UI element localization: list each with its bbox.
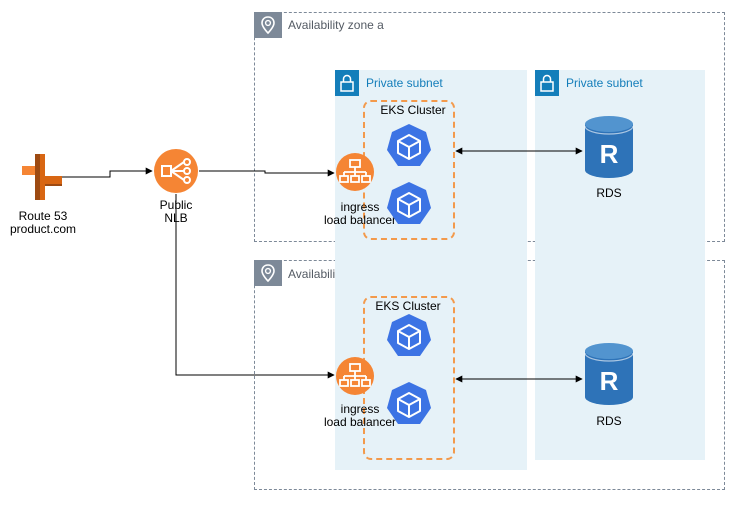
ingress-a-line2: load balancer: [323, 213, 397, 227]
svg-text:R: R: [600, 366, 619, 396]
rds-b-label: RDS: [596, 414, 622, 428]
load-balancer-icon: [153, 148, 199, 194]
load-balancer-icon: [335, 356, 375, 396]
edge-nlb-ingress-b: [175, 194, 335, 379]
load-balancer-icon: [335, 152, 375, 192]
kubernetes-cube-icon: [385, 180, 433, 228]
zone-a-title: Availability zone a: [288, 18, 384, 32]
eks-cluster-b-title: EKS Cluster: [375, 299, 441, 313]
svg-text:R: R: [600, 139, 619, 169]
route53-icon: [22, 152, 64, 202]
edge-nlb-ingress-a: [199, 169, 335, 177]
rds-database-icon: R: [583, 115, 635, 179]
rds-a-label: RDS: [596, 186, 622, 200]
private-subnet-left: [335, 70, 527, 470]
ingress-b-line1: ingress: [340, 402, 380, 416]
ingress-a-line1: ingress: [340, 200, 380, 214]
ingress-b-line2: load balancer: [323, 415, 397, 429]
route53-line1: Route 53: [18, 209, 68, 223]
kubernetes-cube-icon: [385, 312, 433, 360]
padlock-icon: [335, 70, 359, 96]
rds-database-icon: R: [583, 342, 635, 406]
edge-route53-nlb: [62, 167, 153, 178]
location-pin-icon: [254, 12, 282, 38]
kubernetes-cube-icon: [385, 122, 433, 170]
route53-label: Route 53 product.com: [0, 210, 86, 236]
ingress-b-label: ingress load balancer: [315, 403, 405, 429]
nlb-line1: Public: [159, 198, 193, 212]
ingress-a-label: ingress load balancer: [315, 201, 405, 227]
location-pin-icon: [254, 260, 282, 286]
eks-cluster-a-title: EKS Cluster: [380, 103, 446, 117]
route53-line2: product.com: [9, 222, 77, 236]
subnet-right-title: Private subnet: [566, 76, 643, 90]
padlock-icon: [535, 70, 559, 96]
nlb-line2: NLB: [164, 211, 188, 225]
nlb-label: Public NLB: [136, 199, 216, 225]
kubernetes-cube-icon: [385, 380, 433, 428]
subnet-left-title: Private subnet: [366, 76, 443, 90]
